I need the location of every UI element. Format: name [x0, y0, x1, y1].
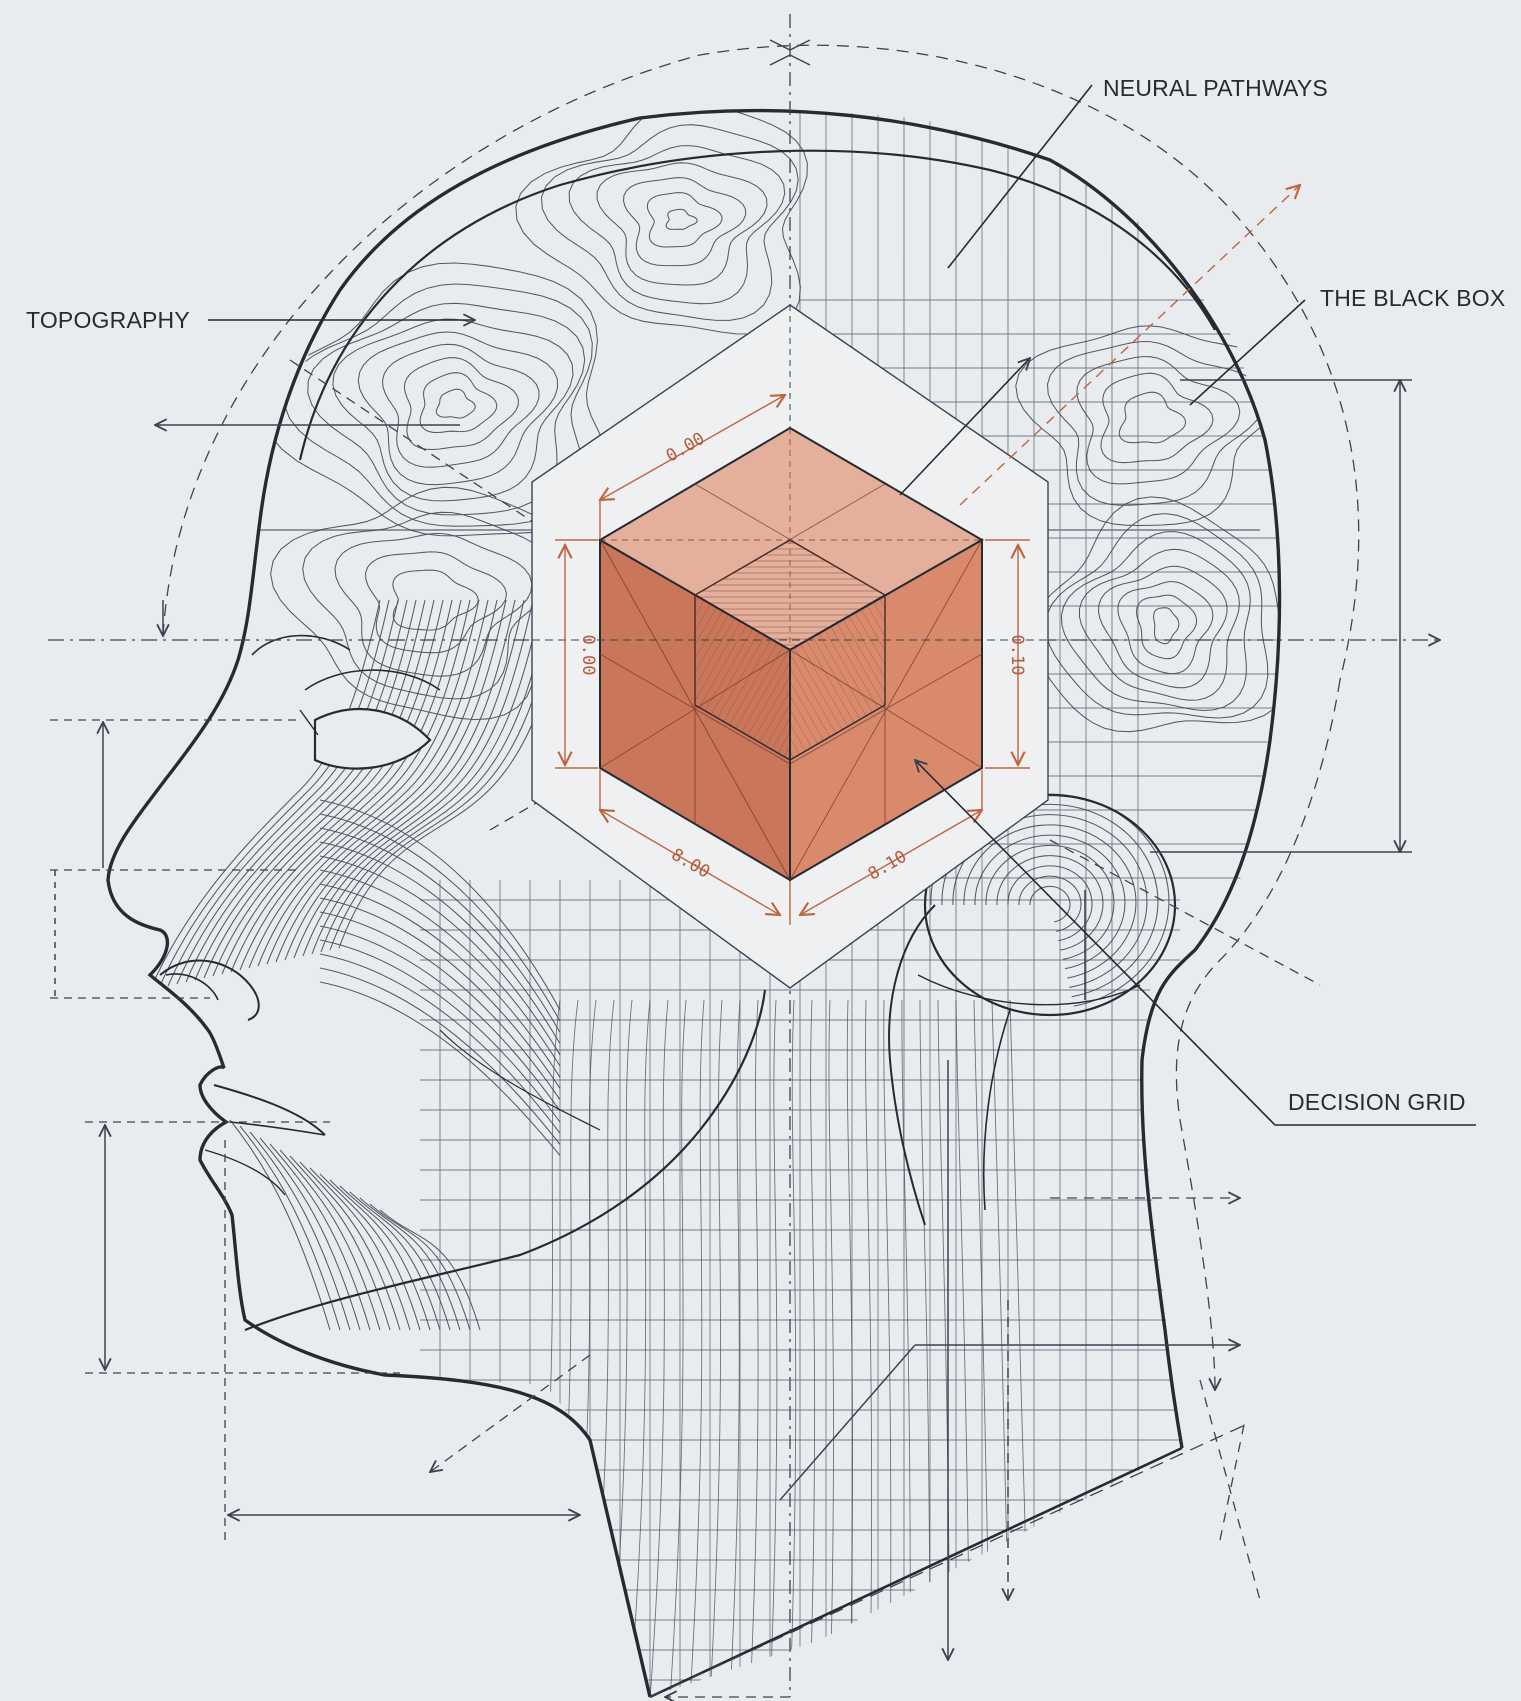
contour-line	[597, 163, 767, 285]
contour-line	[1032, 497, 1290, 732]
contour-line	[666, 209, 697, 229]
neural-pathways-leader	[948, 85, 1092, 268]
contour-line	[383, 344, 539, 467]
contour-line	[159, 600, 389, 988]
contour-line	[290, 1156, 390, 1330]
contour-line	[1119, 392, 1185, 443]
contour-line	[436, 389, 475, 418]
contour-line	[230, 1120, 330, 1330]
contour-line	[333, 319, 573, 501]
dim-right: 0.10	[1007, 635, 1027, 676]
contour-line	[358, 332, 557, 485]
contour-line	[240, 600, 470, 970]
contour-line	[249, 600, 479, 968]
contour-line	[420, 373, 497, 433]
contour-line	[1045, 514, 1267, 718]
contour-line	[370, 1204, 470, 1330]
contour-line	[1154, 608, 1179, 644]
label-decision-grid: DECISION GRID	[1288, 1089, 1466, 1115]
contour-line	[1030, 886, 1070, 922]
label-the-black-box: THE BLACK BOX	[1320, 285, 1505, 311]
contour-line	[569, 146, 785, 304]
contour-line	[1099, 566, 1228, 687]
contour-line	[542, 125, 799, 321]
contour-line	[330, 1180, 430, 1330]
contour-line	[310, 1168, 410, 1330]
contour-line	[270, 1144, 370, 1330]
contour-line	[260, 1138, 360, 1330]
contour-line	[1101, 373, 1213, 463]
contour-line	[231, 600, 461, 972]
label-neural-pathways: NEURAL PATHWAYS	[1103, 75, 1328, 101]
contour-line	[1019, 876, 1081, 931]
contour-line	[366, 552, 507, 653]
contour-line	[404, 358, 518, 450]
contour-line	[624, 178, 746, 266]
contour-line	[1077, 357, 1240, 484]
contour-line	[340, 1186, 440, 1330]
contour-line	[647, 193, 722, 247]
contour-line	[380, 1210, 480, 1330]
label-topography: TOPOGRAPHY	[26, 307, 190, 333]
contour-line	[1008, 866, 1092, 941]
contour-line	[997, 856, 1103, 950]
contour-line	[360, 1198, 460, 1330]
dim-left: 0.00	[578, 635, 598, 676]
contour-line	[964, 825, 1136, 978]
contour-line	[1137, 595, 1197, 659]
contour-line	[222, 600, 452, 974]
